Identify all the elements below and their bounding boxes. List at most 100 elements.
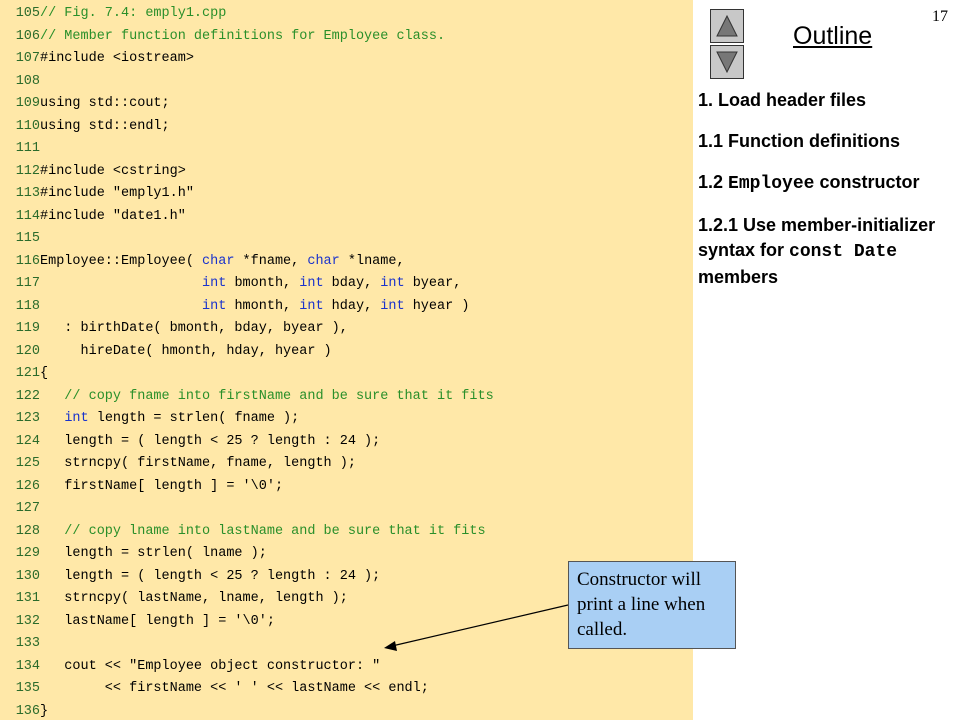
code-line: 119 : birthDate( bmonth, bday, byear ), [0,318,348,340]
slide-number: 17 [932,8,948,25]
outline-item-suffix: constructor [814,172,920,192]
line-number: 109 [15,96,40,111]
code-line: 118 int hmonth, int hday, int hyear ) [0,296,470,318]
code-comment: // copy lname into lastName and be sure … [40,523,486,539]
line-number: 131 [15,591,40,606]
line-number: 108 [15,73,40,89]
code-line: 105// Fig. 7.4: emply1.cpp [0,3,227,25]
line-number: 119 [15,321,40,336]
line-number: 125 [15,456,40,471]
line-number: 121 [15,366,40,381]
code-text: bday, [323,276,381,291]
line-number: 132 [15,613,40,629]
line-number: 118 [15,298,40,314]
outline-item-text: 1. Load header files [698,90,867,110]
line-number: 110 [15,118,40,134]
code-text: using std::cout; [40,96,170,111]
line-number: 126 [15,478,40,494]
code-line: 133 [0,633,40,655]
code-line: 113#include "emply1.h" [0,183,194,205]
code-text: bmonth, [226,276,300,291]
code-keyword: int [202,276,227,291]
code-line: 108 [0,71,40,93]
code-text: length = strlen( lname ); [40,546,267,561]
triangle-up-icon [716,14,738,37]
line-number: 129 [15,546,40,561]
code-line: 132 lastName[ length ] = '\0'; [0,611,275,633]
code-line: 106// Member function definitions for Em… [0,26,445,48]
line-number: 114 [15,208,40,224]
code-line: 111 [0,138,40,160]
code-text: length = ( length < 25 ? length : 24 ); [40,568,381,584]
outline-list: 1. Load header files 1.1 Function defini… [698,88,953,306]
code-line: 129 length = strlen( lname ); [0,543,267,565]
code-text: } [40,703,49,719]
code-line: 109using std::cout; [0,93,170,115]
code-text: #include <iostream> [40,51,194,66]
previous-slide-button[interactable] [710,9,744,43]
line-number: 117 [15,276,40,291]
code-line: 131 strncpy( lastName, lname, length ); [0,588,348,610]
code-text: << firstName << ' ' << lastName << endl; [40,681,429,696]
line-number: 133 [15,636,40,651]
line-number: 130 [15,568,40,584]
code-keyword: int [202,298,227,314]
code-line: 110using std::endl; [0,116,170,138]
code-line: 120 hireDate( hmonth, hday, hyear ) [0,341,332,363]
code-comment: // Fig. 7.4: emply1.cpp [40,6,227,21]
code-text: hyear ) [404,298,470,314]
line-number: 135 [15,681,40,696]
next-slide-button[interactable] [710,45,744,79]
code-text: hday, [323,298,381,314]
code-text: : birthDate( bmonth, bday, byear ), [40,321,348,336]
code-keyword: int [380,276,405,291]
outline-title: Outline [793,22,873,50]
code-line: 134 cout << "Employee object constructor… [0,656,381,678]
line-number: 111 [15,141,40,156]
code-text: strncpy( lastName, lname, length ); [40,591,348,606]
line-number: 115 [15,231,40,246]
outline-item: 1.2 Employee constructor [698,170,953,197]
code-keyword: int [299,276,324,291]
line-number: 107 [15,51,40,66]
line-number: 127 [15,501,40,516]
code-text: #include "emply1.h" [40,186,194,201]
code-text: Employee::Employee( [40,253,203,269]
callout-text: Constructor will print a line when calle… [577,569,706,640]
code-text: #include <cstring> [40,163,186,179]
line-number: 120 [15,343,40,359]
line-number: 124 [15,433,40,449]
line-number: 136 [15,703,40,719]
code-line: 121{ [0,363,48,385]
code-line: 116Employee::Employee( char *fname, char… [0,251,405,273]
code-text: byear, [404,276,462,291]
code-text: *fname, [234,253,308,269]
code-keyword: int [64,411,89,426]
code-line: 117 int bmonth, int bday, int byear, [0,273,462,295]
line-number: 105 [15,6,40,21]
code-text: lastName[ length ] = '\0'; [40,613,275,629]
line-number: 113 [15,186,40,201]
code-text: using std::endl; [40,118,170,134]
code-comment: // Member function definitions for Emplo… [40,28,446,44]
code-line: 124 length = ( length < 25 ? length : 24… [0,431,381,453]
code-keyword: int [299,298,324,314]
code-keyword: char [307,253,340,269]
code-text: *lname, [339,253,405,269]
outline-item-suffix: members [698,267,779,287]
line-number: 112 [15,163,40,179]
line-number: 128 [15,523,40,539]
line-number: 116 [15,253,40,269]
code-text: #include "date1.h" [40,208,186,224]
outline-item: 1.1 Function definitions [698,129,953,154]
callout-box: Constructor will print a line when calle… [568,561,736,649]
code-line: 126 firstName[ length ] = '\0'; [0,476,283,498]
outline-item-code: const Date [789,242,898,262]
code-text: { [40,366,49,381]
code-text: cout << "Employee object constructor: " [40,658,381,674]
code-line: 135 << firstName << ' ' << lastName << e… [0,678,429,700]
code-line: 122 // copy fname into firstName and be … [0,386,494,408]
code-text: firstName[ length ] = '\0'; [40,478,284,494]
